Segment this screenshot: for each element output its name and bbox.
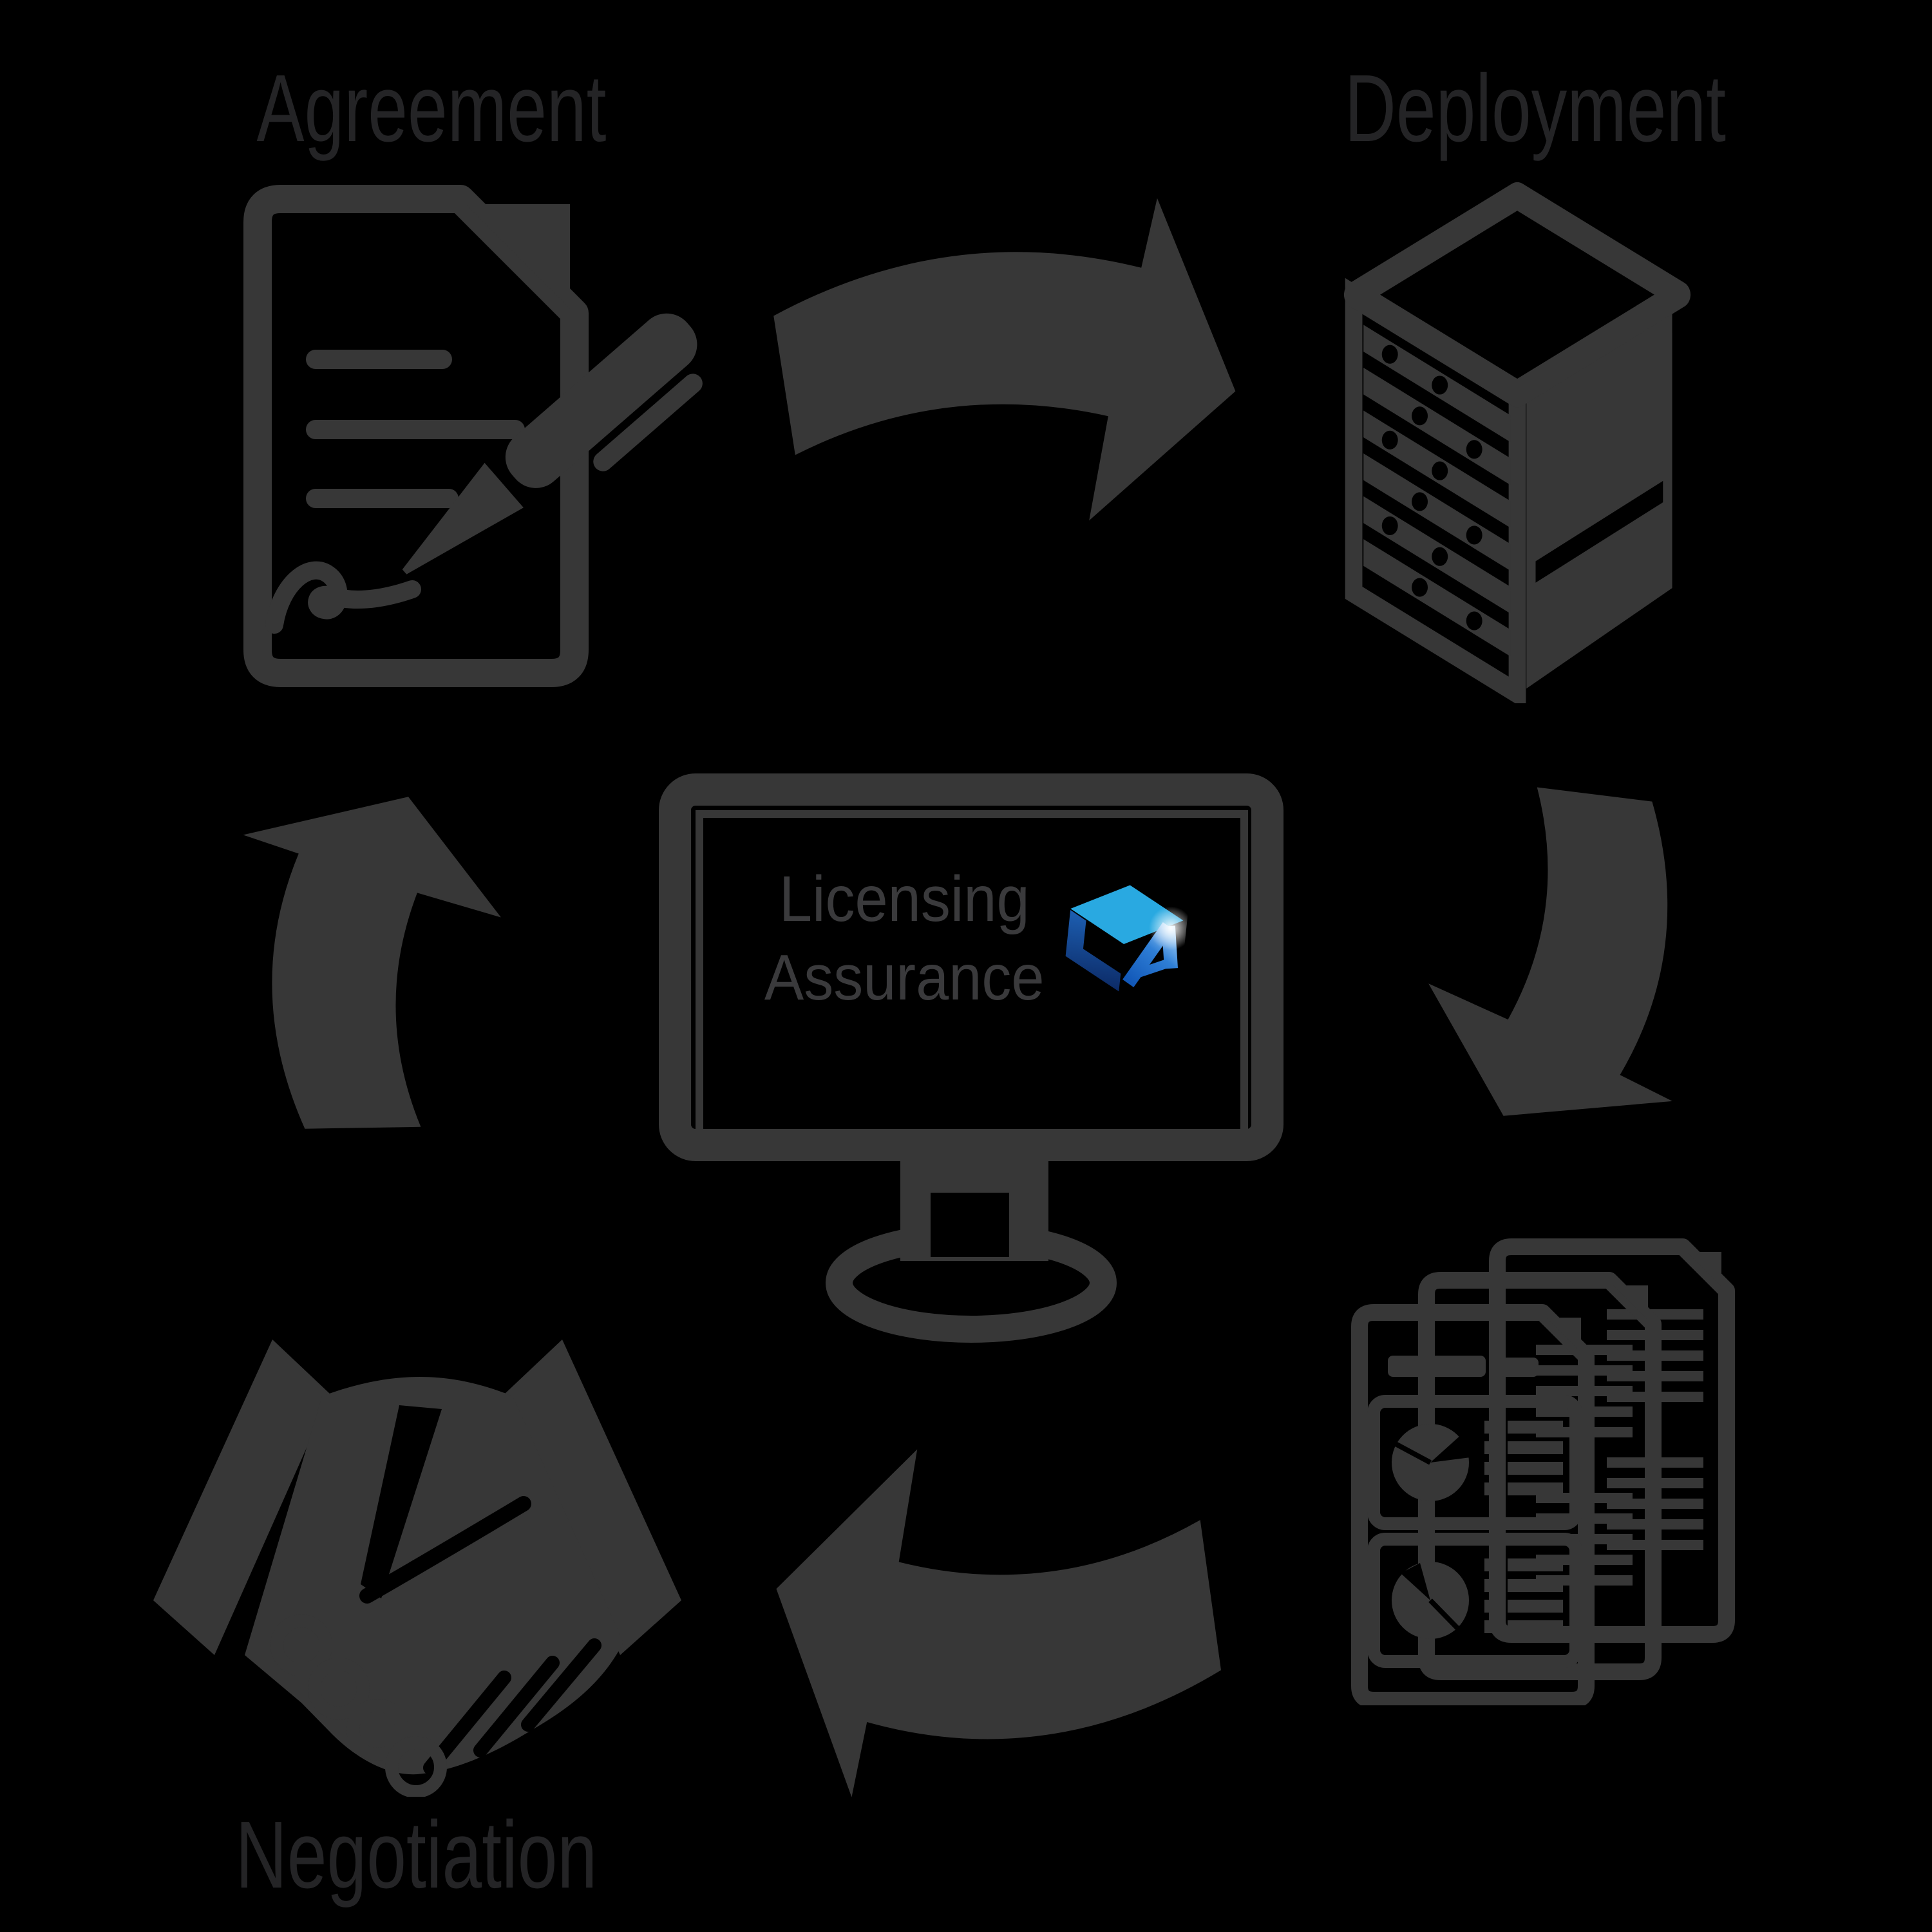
- clasped-hands: [245, 1377, 623, 1775]
- agreement-label: Agreement: [256, 55, 607, 162]
- signature-squiggle: [265, 561, 421, 634]
- signed-contract-icon: [219, 184, 741, 699]
- arrow-left-icon: [161, 757, 540, 1182]
- server-right-face: [1526, 310, 1672, 689]
- handshake-icon: [108, 1320, 726, 1797]
- server-slot: [1535, 480, 1663, 583]
- brand-line2: Assurance: [764, 942, 1045, 1014]
- brand-line1: Licensing: [779, 863, 1030, 935]
- pie-chart-icon: [1392, 1424, 1470, 1501]
- page-fold-corner: [466, 204, 570, 308]
- negotiation-label: Negotiation: [235, 1802, 597, 1908]
- thumb-gap: [359, 1496, 531, 1604]
- report-page-middle: [1418, 1272, 1662, 1680]
- arrow-bottom-icon: [757, 1417, 1259, 1855]
- reports-svg: [1351, 1238, 1735, 1705]
- left-sleeve: [153, 1340, 330, 1655]
- server-svg: [1343, 182, 1691, 703]
- report-title-bar: [1388, 1356, 1486, 1377]
- arrow-top-icon: [734, 145, 1256, 551]
- logo-shine: [1149, 906, 1191, 951]
- report-page-front: [1351, 1304, 1595, 1705]
- handshake-svg: [153, 1340, 681, 1797]
- knuckles: [270, 1615, 447, 1797]
- deployment-label: Deployment: [1344, 55, 1727, 162]
- server-top-face: [1343, 182, 1691, 408]
- logo-letter-l: [1065, 909, 1121, 992]
- signed-contract-svg: [243, 185, 703, 687]
- hand-gap-notch: [361, 1405, 442, 1598]
- pen-icon: [402, 313, 703, 574]
- la-cube-logo: [1059, 878, 1191, 999]
- monitor-neck-hole: [931, 1193, 1009, 1257]
- document-text-lines: [306, 350, 525, 508]
- report-list-lines: [1484, 1421, 1563, 1495]
- la-cube-svg: [1065, 885, 1191, 992]
- reports-stack-icon: [1349, 1235, 1755, 1705]
- monitor-screen-frame: [696, 810, 1248, 1149]
- pie-chart-icon-2: [1392, 1562, 1469, 1639]
- monitor-icon: [657, 768, 1288, 1347]
- server-vent-holes: [1381, 345, 1482, 630]
- report-section-2: [1367, 1533, 1582, 1668]
- screen-brand-text: Licensing Assurance: [679, 860, 1130, 1017]
- arrow-right-icon: [1372, 723, 1796, 1183]
- monitor-svg: [659, 773, 1283, 1343]
- report-section-1: [1367, 1395, 1582, 1530]
- server-icon: [1328, 167, 1707, 703]
- report-list-lines-2: [1484, 1558, 1563, 1633]
- right-sleeve: [504, 1340, 681, 1655]
